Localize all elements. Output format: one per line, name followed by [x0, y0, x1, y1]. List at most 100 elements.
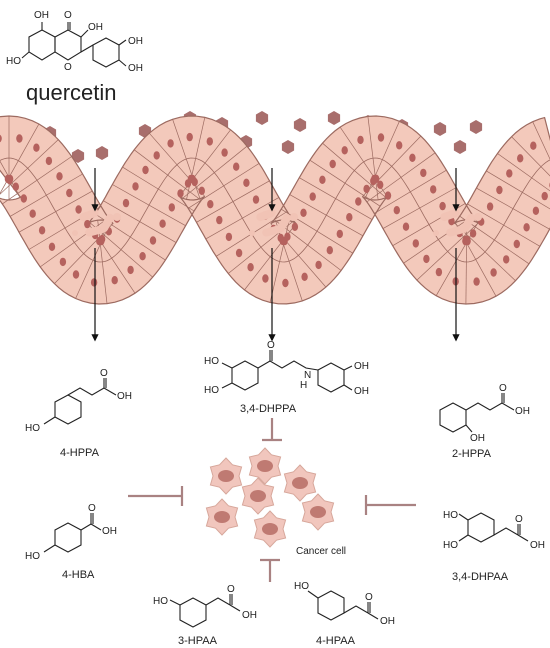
cell-nucleus — [216, 215, 223, 225]
cell-boundary — [309, 159, 381, 207]
bacterium — [79, 208, 99, 222]
cell-nucleus — [384, 191, 392, 200]
cell-nucleus — [16, 134, 23, 143]
cell-boundary — [97, 220, 108, 304]
bacterium — [474, 213, 482, 221]
cell-boundary — [289, 194, 364, 237]
cancer-cell-nucleus — [218, 470, 234, 482]
bacterium — [256, 208, 276, 222]
cell-nucleus — [315, 260, 322, 270]
bacterium — [440, 208, 460, 222]
quercetin-atom: OH — [34, 10, 49, 21]
cell-boundary — [122, 166, 195, 212]
cell-boundary — [299, 177, 373, 220]
cell-nucleus — [153, 151, 160, 160]
bacterium — [113, 213, 121, 221]
cell-nucleus — [0, 134, 2, 143]
cell-nucleus — [435, 267, 443, 277]
cell-nucleus — [122, 198, 130, 208]
cell-nucleus — [469, 229, 477, 238]
cell-boundary — [476, 187, 550, 230]
cell-boundary — [9, 173, 83, 217]
hppa2-atom: OH — [470, 433, 485, 444]
cell-boundary — [322, 142, 387, 199]
cell-boundary — [112, 184, 186, 227]
cell-nucleus — [336, 229, 343, 239]
cell-nucleus — [198, 186, 205, 195]
cell-nucleus — [159, 219, 166, 228]
cell-nucleus — [503, 255, 510, 264]
cancer-cell-cluster — [205, 447, 335, 548]
cell-nucleus — [300, 208, 307, 217]
cell-nucleus — [111, 276, 118, 285]
cell-nucleus — [393, 206, 400, 215]
compound-2-hppa: O OH OH 2-HPPA — [439, 383, 530, 460]
cell-nucleus — [90, 278, 98, 287]
compound-name: 3,4-DHPPA — [240, 403, 297, 415]
dhppa-atom: O — [267, 340, 275, 351]
cell-nucleus — [48, 242, 56, 251]
absorption-arrows — [91, 168, 460, 342]
compound-dhppa: HO HO O N H OH OH 3,4-DHPPA — [204, 340, 369, 415]
hppa2-atom: O — [499, 383, 507, 394]
compound-name: 4-HPPA — [60, 447, 100, 459]
cell-nucleus — [206, 137, 213, 146]
cell-nucleus — [346, 213, 353, 222]
cell-nucleus — [329, 159, 336, 169]
cancer-cell-label: Cancer cell — [296, 546, 346, 557]
cell-nucleus — [247, 263, 254, 272]
cell-nucleus — [167, 139, 174, 148]
cell-nucleus — [423, 254, 430, 264]
cell-boundary — [532, 121, 550, 160]
cell-boundary — [0, 123, 40, 195]
cell-boundary — [497, 153, 550, 192]
hppa4-atom: OH — [117, 391, 132, 402]
cell-nucleus — [371, 175, 378, 184]
cancer-cell-nucleus — [214, 511, 230, 523]
cell-boundary — [511, 136, 550, 177]
cell-nucleus — [319, 175, 326, 184]
cell-nucleus — [221, 148, 228, 157]
cell-boundary — [382, 187, 457, 229]
quercetin-hexagon — [71, 149, 85, 163]
cell-boundary — [467, 203, 541, 247]
cell-nucleus — [142, 165, 149, 175]
cell-nucleus — [235, 248, 243, 258]
compound-name: 3,4-DHPAA — [452, 571, 509, 583]
compound-3-4-dhpaa: HO HO O OH 3,4-DHPAA — [443, 510, 545, 583]
cell-boundary — [18, 190, 93, 233]
quercetin-hexagon — [469, 120, 483, 134]
dhpaa-atom: OH — [530, 540, 545, 551]
cell-nucleus — [517, 154, 524, 163]
quercetin-atom: OH — [128, 36, 143, 47]
hpaa4-atom: OH — [380, 616, 395, 627]
cell-nucleus — [243, 178, 250, 187]
cancer-cell-nucleus — [250, 490, 266, 502]
cell-boundary — [39, 217, 109, 268]
dhppa-atom: OH — [354, 386, 369, 397]
cell-boundary — [75, 221, 111, 299]
cell-nucleus — [463, 235, 471, 245]
cell-nucleus — [473, 277, 480, 286]
cell-nucleus — [402, 222, 410, 231]
cell-nucleus — [186, 132, 193, 142]
dhpaa-atom: HO — [443, 540, 458, 551]
bacterium — [277, 213, 291, 233]
cell-nucleus — [420, 168, 427, 178]
cell-boundary — [2, 156, 72, 205]
cell-boundary — [364, 121, 400, 199]
cell-boundary — [403, 215, 474, 264]
cell-nucleus — [262, 274, 269, 283]
compound-4-hpaa: HO O OH 4-HPAA — [294, 581, 395, 647]
cell-nucleus — [284, 232, 291, 241]
cell-nucleus — [6, 175, 13, 185]
cell-boundary — [103, 200, 177, 243]
quercetin-hexagon — [293, 118, 307, 132]
cell-nucleus — [59, 257, 67, 267]
cell-nucleus — [439, 201, 446, 211]
cell-nucleus — [20, 194, 27, 203]
dhppa-atom: H — [300, 380, 307, 391]
bacterium — [249, 230, 255, 236]
cell-nucleus — [127, 265, 134, 275]
